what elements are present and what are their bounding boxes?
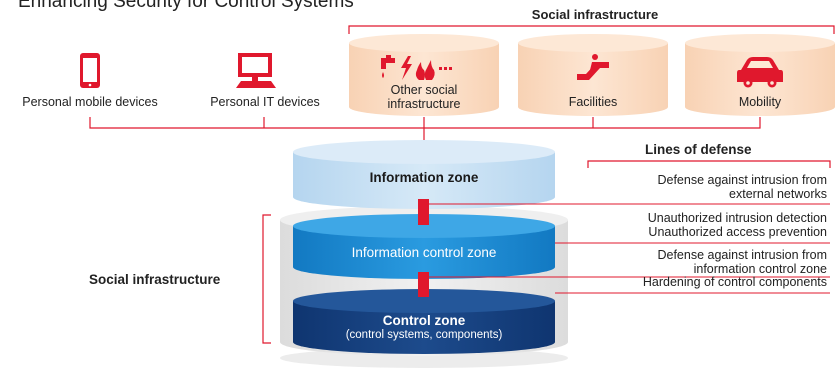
cylinder-label-facilities: Facilities (568, 95, 618, 109)
defense-bracket (587, 160, 831, 168)
left-social-infrastructure-label: Social infrastructure (89, 272, 221, 287)
control-zone-label: Control zone (382, 313, 466, 328)
defense-item-1-line2: external networks (729, 187, 827, 201)
barrier-2 (418, 272, 429, 297)
defense-item-4-line1: Hardening of control components (642, 275, 827, 289)
defense-item-1-line1: Defense against intrusion from (657, 173, 827, 187)
information-control-zone-label: Information control zone (351, 245, 497, 260)
information-control-zone-cylinder (293, 214, 555, 279)
control-zone-cylinder (293, 289, 555, 354)
control-zone-sublabel: (control systems, components) (345, 329, 503, 341)
information-zone-label: Information zone (369, 170, 479, 185)
cylinder-label-other-social-line2: infrastructure (387, 97, 461, 111)
car-icon (737, 57, 783, 88)
cylinder-label-mobility: Mobility (738, 95, 782, 109)
cylinder-label-other-social: Other social infrastructure (349, 83, 499, 111)
defense-item-3-line1: Defense against intrusion from (657, 248, 827, 262)
device-label-mobile: Personal mobile devices (22, 95, 158, 109)
device-label-it: Personal IT devices (210, 95, 320, 109)
top-bracket (348, 25, 835, 34)
defense-item-2-line2: Unauthorized access prevention (648, 225, 827, 239)
barrier-1 (418, 199, 429, 225)
lines-of-defense-heading: Lines of defense (645, 142, 752, 157)
computer-icon (236, 53, 276, 88)
page-title: Enhancing Security for Control Systems (18, 0, 354, 12)
defense-item-3-line2: information control zone (693, 262, 827, 276)
defense-item-1: Defense against intrusion from external … (657, 173, 827, 201)
defense-item-2: Unauthorized intrusion detection Unautho… (648, 211, 827, 239)
information-zone-cylinder (293, 140, 555, 209)
cylinder-label-other-social-line1: Other social (390, 83, 458, 97)
defense-item-2-line1: Unauthorized intrusion detection (647, 211, 827, 225)
defense-item-3: Defense against intrusion from informati… (657, 248, 827, 276)
smartphone-icon (80, 53, 100, 88)
defense-item-4: Hardening of control components (643, 275, 827, 289)
left-bracket (262, 214, 271, 344)
utilities-icon (381, 55, 452, 80)
top-group-label: Social infrastructure (531, 7, 659, 22)
escalator-icon (577, 54, 609, 80)
network-bracket (89, 117, 761, 129)
cylinder-facilities (518, 34, 668, 116)
